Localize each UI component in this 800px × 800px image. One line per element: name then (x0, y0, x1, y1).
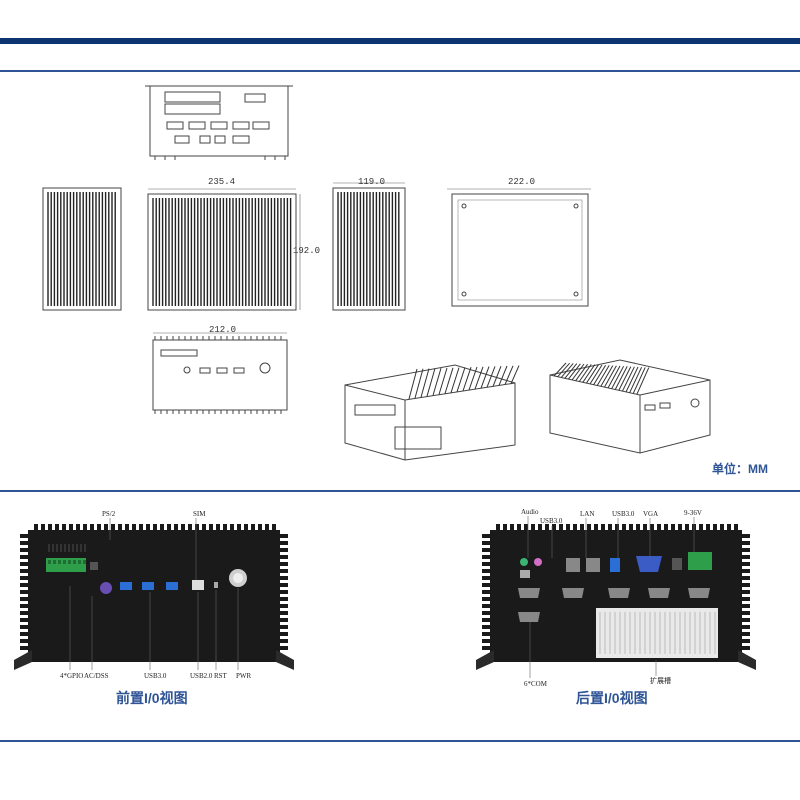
label-usb30-rear-b: USB3.0 (612, 510, 635, 518)
label-gpio: 4*GPIO (60, 672, 84, 680)
drawing-iso-view-rear (344, 364, 520, 461)
label-expansion: 扩展槽 (650, 677, 671, 685)
label-ps2: PS/2 (102, 510, 116, 518)
drawing-bottom-view (447, 188, 591, 307)
label-power: 9-36V (684, 509, 702, 517)
drawing-front-view (152, 332, 288, 414)
divider-bottom (0, 740, 800, 742)
divider-top (0, 70, 800, 72)
caption-rear: 后置I/0视图 (576, 690, 648, 706)
label-usb20: USB2.0 (190, 672, 213, 680)
label-usb30-front: USB3.0 (144, 672, 167, 680)
label-lan: LAN (580, 510, 595, 518)
dim-front-width: 212.0 (209, 325, 237, 335)
label-acdss: AC/DSS (84, 672, 109, 680)
unit-label: 单位：MM (712, 462, 768, 476)
label-rst: RST (214, 672, 227, 680)
label-pwr: PWR (236, 672, 252, 680)
label-usb30-rear-a: USB3.0 (540, 517, 563, 525)
dim-bottom-width: 222.0 (508, 177, 536, 187)
drawing-side-view-left (42, 187, 122, 311)
label-audio: Audio (521, 508, 539, 516)
label-sim: SIM (193, 510, 206, 518)
label-vga: VGA (643, 510, 659, 518)
header-bar (0, 38, 800, 44)
dim-width-side: 119.0 (358, 177, 386, 187)
caption-front: 前置I/0视图 (116, 690, 188, 706)
drawing-top-view (145, 85, 293, 160)
dim-height: 192.0 (293, 246, 321, 256)
dim-depth: 235.4 (208, 177, 236, 187)
drawing-main-view (147, 188, 301, 311)
drawing-narrow-view (332, 182, 406, 311)
divider-middle (0, 490, 800, 492)
label-com: 6*COM (524, 680, 547, 688)
photo-rear-device (476, 524, 756, 670)
drawing-iso-view-front (549, 359, 711, 454)
